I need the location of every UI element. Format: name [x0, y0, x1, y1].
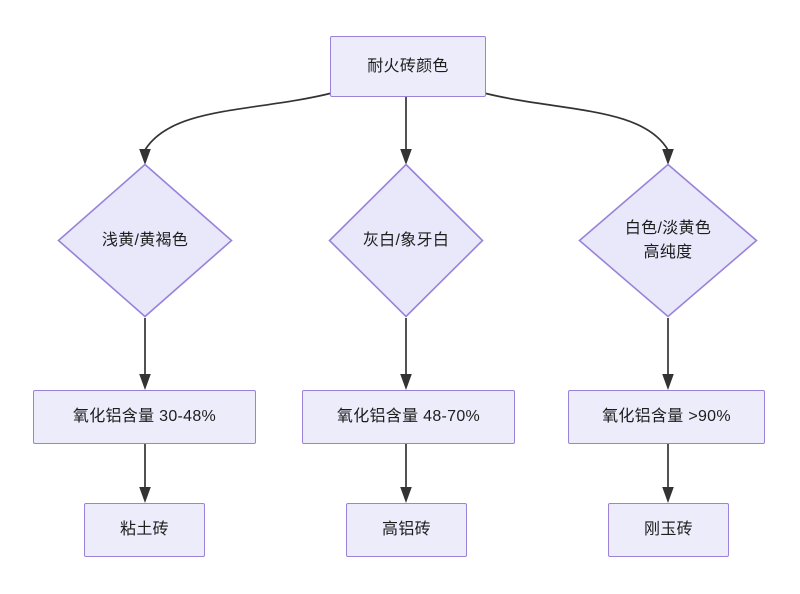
node-result-middle-label: 高铝砖 [382, 521, 431, 539]
node-measure-right-label: 氧化铝含量 >90% [602, 408, 731, 426]
node-decision-middle[interactable]: 灰白/象牙白 [328, 163, 484, 318]
node-decision-right[interactable]: 白色/淡黄色 高纯度 [578, 163, 758, 318]
node-result-left[interactable]: 粘土砖 [84, 503, 205, 557]
node-measure-left-label: 氧化铝含量 30-48% [72, 408, 217, 426]
node-decision-right-label: 白色/淡黄色 高纯度 [624, 220, 712, 261]
decision-middle-shape [328, 163, 484, 318]
arrowhead-decision-middle-to-measure-middle [400, 374, 412, 390]
node-measure-right[interactable]: 氧化铝含量 >90% [568, 390, 765, 444]
edge-root-to-decision-right [483, 92, 669, 151]
decision-right-shape [578, 163, 758, 318]
node-measure-left[interactable]: 氧化铝含量 30-48% [33, 390, 256, 444]
node-decision-left-label: 浅黄/黄褐色 [101, 231, 189, 249]
decision-left-shape [57, 163, 233, 318]
node-result-right-label: 刚玉砖 [644, 521, 693, 539]
node-result-middle[interactable]: 高铝砖 [346, 503, 467, 557]
edge-root-to-decision-left [144, 92, 333, 151]
arrowhead-measure-middle-to-result-middle [400, 487, 412, 503]
node-result-left-label: 粘土砖 [120, 521, 169, 539]
node-result-right[interactable]: 刚玉砖 [608, 503, 729, 557]
node-decision-left[interactable]: 浅黄/黄褐色 [57, 163, 233, 318]
arrowhead-measure-left-to-result-left [139, 487, 151, 503]
node-root-label: 耐火砖颜色 [367, 57, 449, 75]
node-measure-middle-label: 氧化铝含量 48-70% [336, 408, 481, 426]
arrowhead-decision-right-to-measure-right [662, 374, 674, 390]
node-decision-middle-label: 灰白/象牙白 [362, 231, 450, 249]
arrowhead-decision-left-to-measure-left [139, 374, 151, 390]
node-root[interactable]: 耐火砖颜色 [330, 36, 486, 97]
arrowhead-measure-right-to-result-right [662, 487, 674, 503]
node-measure-middle[interactable]: 氧化铝含量 48-70% [302, 390, 515, 444]
